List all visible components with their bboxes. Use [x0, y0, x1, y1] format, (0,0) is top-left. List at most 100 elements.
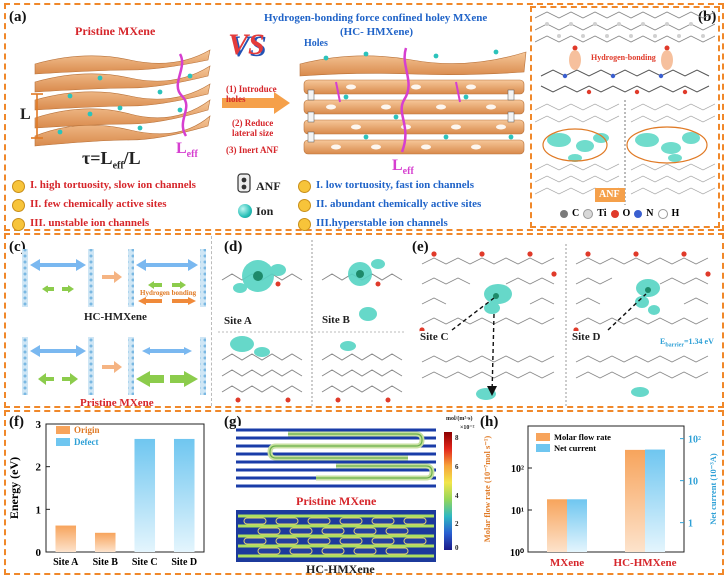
legend-c: C: [572, 208, 580, 219]
y-tick-label: 0: [36, 547, 42, 559]
leff-left-sub: eff: [186, 149, 198, 161]
pristine-caption-c: Pristine MXene: [80, 397, 154, 409]
step-3: (3) Inert ANF: [226, 145, 279, 155]
force-diagrams: [22, 249, 206, 395]
hc-hmxene-caption-c: HC-HMXene: [84, 311, 147, 323]
vs-logo: VS: [228, 28, 265, 61]
site-c-label: Site C: [420, 331, 449, 343]
y2-tick-label: 10: [688, 477, 698, 488]
site-cd-charge-density: [419, 244, 711, 406]
plot-area: [527, 425, 685, 553]
holey-mxene-stack-illustration: [299, 47, 527, 155]
leff-right-sub: eff: [402, 166, 414, 178]
panel-f-label: (f): [9, 414, 24, 430]
hc-hmxene-flow-map: [236, 510, 436, 562]
legend-n: N: [646, 208, 654, 219]
leff-label-left: Leff: [176, 140, 198, 160]
ion-icon: [238, 204, 252, 218]
process-arrow: [222, 92, 290, 114]
bar-molar-flow-rate: [547, 499, 567, 552]
f-elec-1-sub: elec: [46, 256, 58, 265]
f-vdw-4-sub: vdw: [158, 369, 171, 377]
bar-net-current: [645, 449, 665, 552]
f-vdw-1-main: F: [40, 275, 47, 286]
x-tick-label: Site B: [93, 557, 119, 568]
energy-barrier-label: Ebarrier=1.34 eV: [660, 337, 714, 349]
pristine-mxene-stack-illustration: [34, 49, 211, 147]
legend-swatch: [56, 438, 70, 446]
colorbar-tick-0: 0: [455, 544, 459, 552]
ebarrier-sub: barrier: [665, 342, 684, 349]
thickness-l-bracket: [31, 93, 43, 139]
f-vdw-3-main: F: [40, 364, 47, 375]
f-elec-2-sub: elec: [158, 256, 170, 265]
colorbar-tick-8: 8: [455, 434, 459, 442]
anf-label: ANF: [599, 189, 620, 200]
f-elec-4-main: F: [152, 336, 159, 348]
legend-label: Molar flow rate: [554, 432, 611, 442]
f-vdw-3-sub: vdw: [46, 369, 59, 377]
panel-a-frame: [4, 3, 724, 231]
panel-b-inner-frame: [530, 6, 720, 228]
ebarrier-main: E: [660, 337, 666, 346]
element-legend: C Ti O N H: [560, 208, 679, 219]
panel-cde-frame: [4, 233, 724, 408]
legend-label: Origin: [74, 425, 100, 435]
pristine-flow-map: [236, 426, 436, 492]
step-2: (2) Reduce lateral size: [232, 118, 274, 138]
legend-h-dot: [657, 208, 668, 219]
tortuosity-formula: τ=Leff/L: [82, 148, 141, 172]
bar-defect: [173, 438, 195, 552]
hc-hmxene-caption-g: HC-HMXene: [306, 562, 375, 576]
hbond-structure-illustration: [535, 11, 715, 205]
legend-anf-label: ANF: [256, 179, 281, 193]
f-vdw-2-sub: vdw: [158, 276, 171, 284]
pristine-property-2: II. few chemically active sites: [30, 198, 167, 210]
legend-ti-dot: [583, 208, 594, 219]
hydrogen-bonding-label: Hydrogen bonding: [140, 289, 197, 297]
site-d-label: Site D: [572, 331, 601, 343]
f-elec-label-3: Felec: [40, 336, 58, 350]
legend-n-dot: [634, 209, 643, 218]
x-tick-label: Site C: [132, 557, 158, 568]
flow-colorbar: [444, 432, 452, 550]
f-elec-4-sub: elec: [158, 342, 170, 351]
happy-face-icon: [298, 199, 311, 212]
x-tick-label: HC-HMXene: [614, 557, 677, 569]
legend-swatch: [536, 444, 550, 452]
hc-hmxene-title-line1: Hydrogen-bonding force confined holey MX…: [264, 12, 488, 24]
f-elec-label-4: Felec: [152, 336, 170, 350]
x-tick-label: MXene: [550, 557, 584, 569]
legend-c-dot: [560, 209, 568, 218]
bar-origin: [55, 525, 77, 552]
panel-fgh-frame: [4, 410, 724, 575]
sad-face-icon: [12, 199, 25, 212]
step-1: (1) Introduce holes: [226, 84, 277, 104]
y-tick-label: 2: [36, 462, 42, 474]
f-vdw-label-3: Fvdw: [40, 364, 59, 377]
f-elec-label-1: Felec: [40, 250, 58, 264]
pristine-property-3: III. unstable ion channels: [30, 217, 150, 229]
bar-defect: [134, 438, 156, 552]
holey-property-3: III.hyperstable ion channels: [316, 217, 448, 229]
hbond-label: Hydrogen-bonding: [591, 53, 656, 62]
y2-tick-label: 10²: [688, 435, 701, 446]
y-tick-label: 3: [36, 419, 42, 431]
happy-face-icon: [298, 218, 311, 231]
colorbar-tick-4: 4: [455, 492, 459, 500]
ebarrier-value: =1.34 eV: [684, 337, 714, 346]
sad-face-icon: [12, 218, 25, 231]
y-tick-label: 10⁰: [510, 548, 524, 559]
leff-left-main: L: [176, 140, 187, 157]
f-vdw-1-sub: vdw: [46, 280, 59, 288]
legend-ti: Ti: [597, 208, 607, 219]
hc-hmxene-title-line2: (HC- HMXene): [340, 26, 414, 38]
f-elec-3-main: F: [40, 336, 47, 348]
site-ab-charge-density: [218, 240, 406, 406]
panel-e-label: (e): [412, 239, 429, 255]
panel-c-label: (c): [9, 239, 26, 255]
f-elec-1-main: F: [40, 250, 47, 262]
y2-tick-label: 1: [688, 519, 693, 530]
holey-property-1: I. low tortuosity, fast ion channels: [316, 179, 474, 191]
